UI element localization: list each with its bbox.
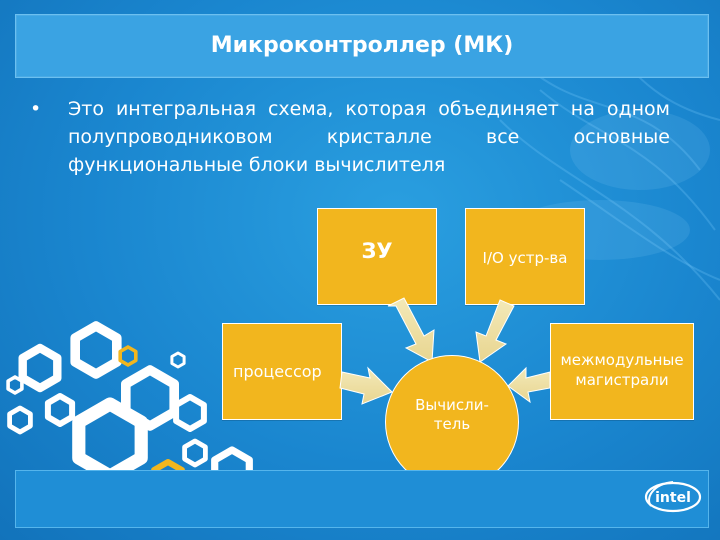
calculator-node: Вычисли- тель [385,355,519,489]
bus-label-line2: магистрали [575,371,669,389]
title-bar: Микроконтроллер (МК) [15,14,709,78]
bus-label: межмодульные магистрали [551,350,693,390]
slide-title: Микроконтроллер (МК) [210,33,514,58]
bullet-marker: • [30,98,42,120]
hexagon-shape [72,397,148,483]
footer-bar [15,470,709,528]
hexagon-shape [170,351,186,369]
processor-block: процессор [222,323,342,420]
io-devices-block: I/O устр-ва [465,208,585,305]
io-devices-label: I/O устр-ва [482,249,568,267]
bullet-paragraph: • Это интегральная схема, которая объеди… [30,95,670,179]
bullet-text: Это интегральная схема, которая объединя… [68,98,670,176]
hexagon-shape [70,321,122,379]
processor-label: процессор [233,362,322,381]
bus-block: межмодульные магистрали [550,323,694,420]
bus-label-line1: межмодульные [560,351,684,369]
hexagon-shape [173,394,207,432]
hexagon-shape [7,405,33,435]
hexagon-shape [18,343,62,393]
calculator-label-line1: Вычисли- [415,396,489,414]
hexagon-shape [118,345,138,367]
svg-text:intel: intel [655,490,691,506]
intel-logo: intel [644,481,702,513]
hexagon-shape [44,393,76,427]
hexagon-shape [6,375,24,395]
memory-label: ЗУ [361,239,393,263]
memory-block: ЗУ [317,208,437,305]
hexagon-shape [182,438,208,468]
calculator-label-line2: тель [433,415,471,433]
calculator-label: Вычисли- тель [386,396,518,434]
